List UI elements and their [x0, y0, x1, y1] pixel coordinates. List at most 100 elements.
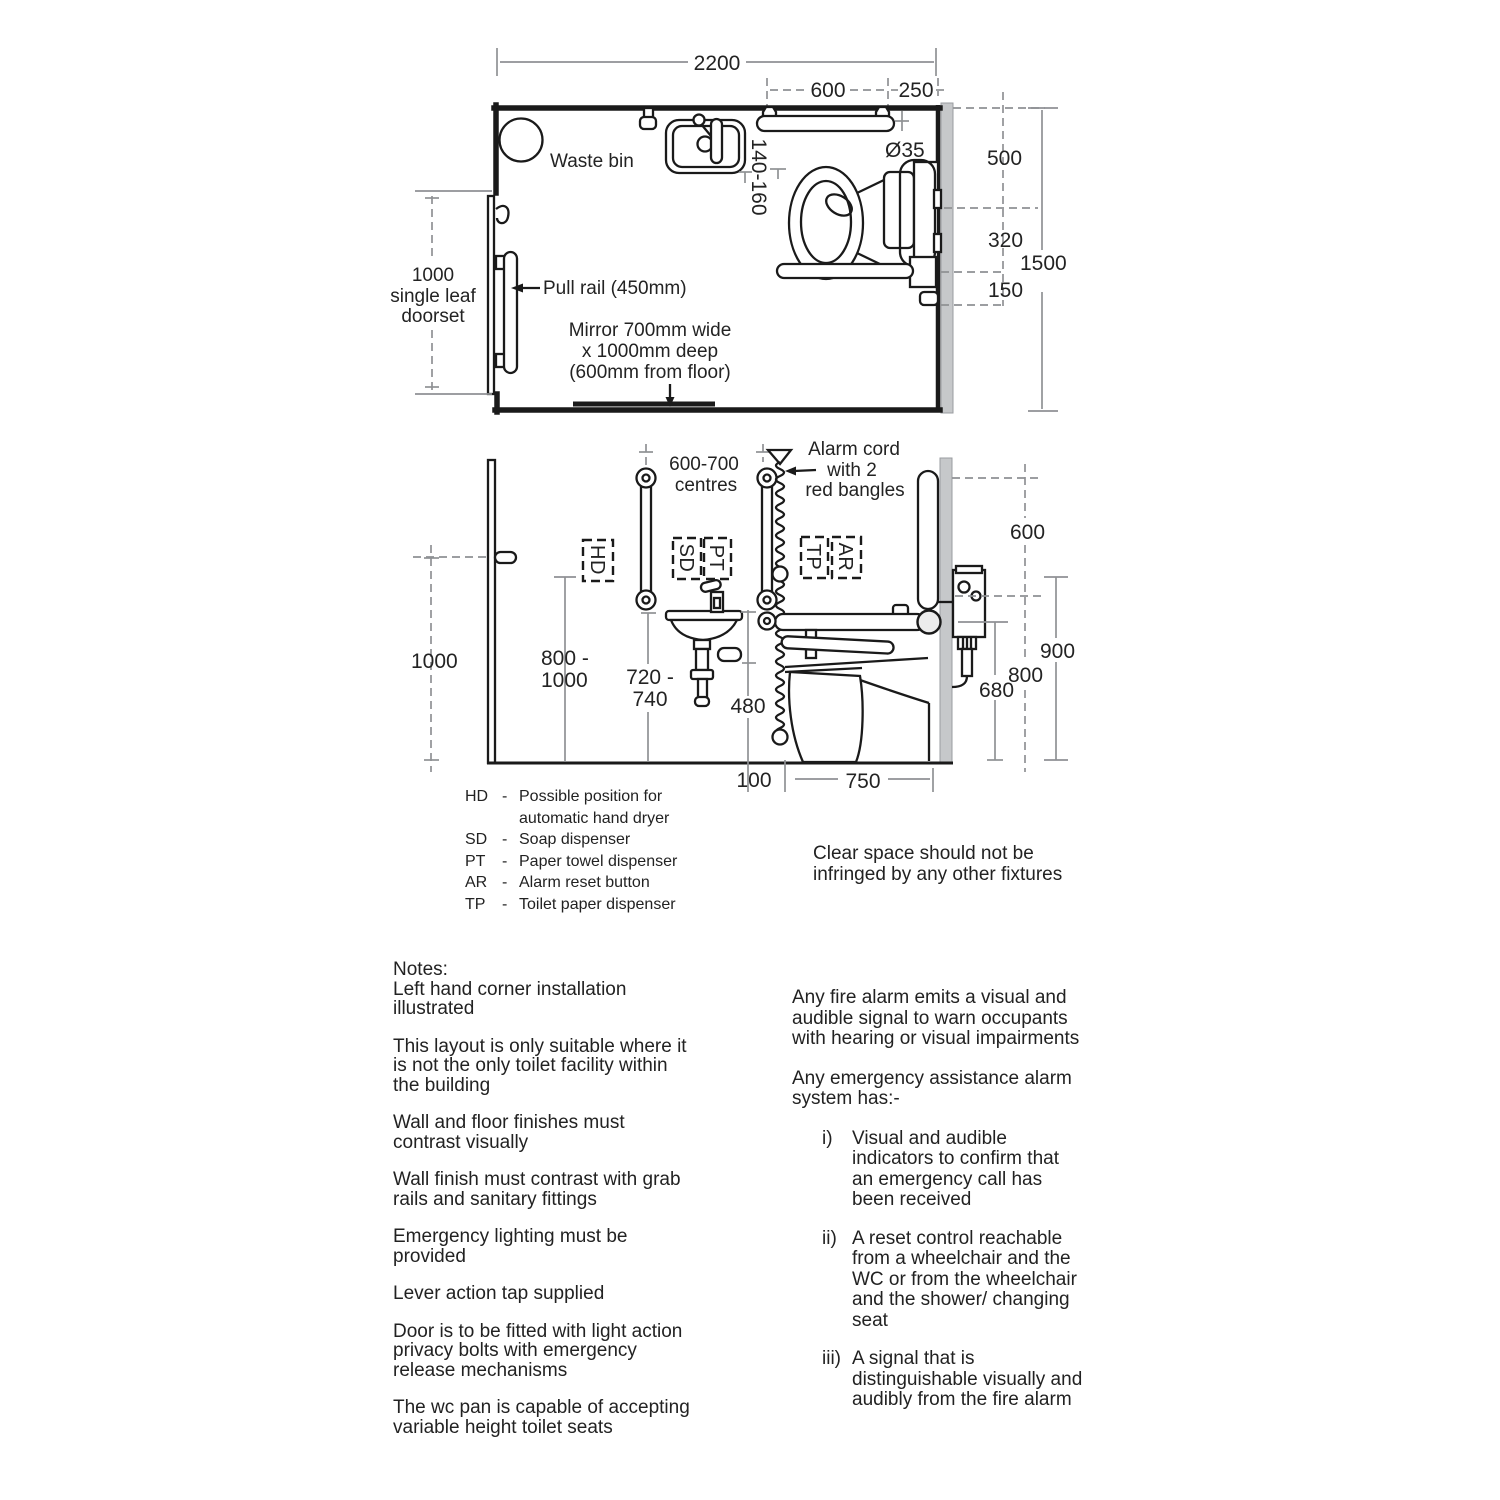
elev-duct-wall [939, 457, 953, 764]
centres-line1: 600-700 [669, 454, 739, 475]
doorset-line3: doorset [401, 306, 465, 327]
dim-800-1000-l1: 800 - [541, 647, 589, 670]
tag-pt-box: PT [702, 536, 733, 581]
wc-pan-plan [787, 158, 943, 281]
legend: HD - Possible position for automatic han… [465, 786, 735, 915]
dim-600-label: 600 [810, 79, 845, 102]
alarm-cord [765, 448, 794, 746]
basin-plan [664, 113, 747, 175]
legend-code: HD [465, 788, 489, 805]
tag-hd-box: HD [581, 538, 615, 583]
cistern-elevation [951, 564, 987, 689]
door-handle-elev [493, 550, 518, 565]
alarm-paragraph: Any fire alarm emits a visual and audibl… [792, 987, 1080, 1049]
alarm-list-item-ii: ii) A reset control reachable from a whe… [822, 1227, 1077, 1331]
alarm-list-item-iii: iii) A signal that is distinguishable vi… [822, 1348, 1083, 1410]
red-bangle-upper [771, 565, 789, 583]
note-item: Lever action tap supplied [393, 1283, 605, 1304]
plan-right-dims: 500 320 1500 150 [941, 92, 1067, 412]
drop-down-rail-elev [716, 603, 942, 663]
notes-column: Notes: Left hand corner installation ill… [393, 960, 738, 1437]
note-item: Wall and floor finishes must contrast vi… [393, 1112, 625, 1153]
plan-dim-2200: 2200 [496, 48, 937, 76]
note-item: The wc pan is capable of accepting varia… [393, 1397, 690, 1438]
elev-door-edge [486, 458, 497, 765]
waste-bin [498, 117, 544, 163]
elevation-view: 1000 800 - 1000 HD 600-700 centres [411, 439, 1075, 793]
dia-35-label: Ø35 [885, 139, 925, 162]
alarm-line2: with 2 [826, 460, 877, 481]
tag-ar: AR [834, 543, 856, 572]
dim-720-740-l2: 740 [632, 688, 667, 711]
elev-bottom-dims: 480 100 750 [730, 610, 934, 793]
alarm-list-item-i: i) Visual and audible indicators to conf… [822, 1127, 1059, 1210]
dim-800-label: 800 [1008, 664, 1043, 687]
technical-drawing: 2200 600 250 [390, 48, 1075, 793]
dim-500-label: 500 [987, 147, 1022, 170]
wall-rail-elev [916, 469, 940, 611]
pull-rail-callout: Pull rail (450mm) [511, 278, 687, 299]
tag-pt: PT [705, 545, 727, 572]
wc-elevation [784, 600, 953, 764]
tap-lever-knob [692, 113, 706, 127]
plan-dim-600-250: 600 250 [766, 78, 948, 112]
tag-sd-box: SD [671, 536, 703, 581]
legend-desc: Paper towel dispenser [519, 852, 678, 870]
mirror-line3: (600mm from floor) [569, 362, 731, 383]
plan-doorset-dim: 1000 single leaf doorset [390, 190, 492, 395]
centres-line2: centres [675, 475, 737, 496]
elev-dim-1000: 1000 [411, 545, 489, 772]
grab-rail-elev-1 [635, 444, 657, 611]
dim-320-label: 320 [988, 229, 1023, 252]
notes-heading: Notes: [393, 959, 448, 980]
wall-valve-plan [918, 290, 940, 307]
alarm-cord-callout: Alarm cord with 2 red bangles [785, 439, 905, 501]
plan-dim-140-160: 140-160 [739, 138, 786, 216]
legend-desc: Alarm reset button [519, 874, 650, 891]
dim-2200-label: 2200 [694, 52, 741, 75]
doorset-line2: single leaf [390, 286, 476, 307]
elev-dim-720-740: 720 - 740 [626, 612, 674, 762]
elev-right-dims: 600 900 800 680 [952, 464, 1075, 772]
coat-hook [638, 106, 658, 131]
legend-row-hd: HD - Possible position for automatic han… [465, 786, 735, 829]
basin-elevation [664, 578, 744, 708]
flush-button [716, 646, 743, 663]
pull-rail-label: Pull rail (450mm) [543, 278, 687, 299]
alarm-line3: red bangles [805, 480, 904, 501]
tag-sd: SD [675, 544, 697, 573]
legend-code: PT [465, 852, 486, 870]
grab-rail-plan-top [755, 105, 909, 133]
dim-1000-label: 1000 [411, 650, 458, 673]
alarm-line1: Alarm cord [808, 439, 900, 460]
legend-code: AR [465, 874, 488, 891]
elev-dim-800-1000: 800 - 1000 [541, 576, 589, 762]
note-item: Wall finish must contrast with grab rail… [393, 1169, 681, 1210]
tap-spout [709, 117, 724, 165]
dim-800-1000-l2: 1000 [541, 669, 588, 692]
tag-tp-box: TP [799, 535, 830, 580]
dim-150-label: 150 [988, 279, 1023, 302]
tag-tp: TP [802, 544, 824, 571]
note-item: Left hand corner installation illustrate… [393, 978, 627, 1019]
note-item: This layout is only suitable where it is… [393, 1035, 687, 1096]
clear-space-note: Clear space should not be infringed by a… [813, 843, 1063, 885]
plan-view: 2200 600 250 [390, 48, 1067, 415]
plan-duct-wall [940, 102, 954, 414]
note-item: Door is to be fitted with light action p… [393, 1320, 683, 1381]
waste-bin-label: Waste bin [550, 151, 634, 172]
legend-desc: Possible position for automatic hand dry… [519, 788, 670, 827]
dim-750-label: 750 [845, 770, 880, 793]
legend-row-tp: TP - Toilet paper dispenser [465, 894, 735, 916]
note-item: Emergency lighting must be provided [393, 1226, 628, 1267]
legend-row-pt: PT - Paper towel dispenser [465, 851, 735, 873]
legend-desc: Toilet paper dispenser [519, 895, 676, 913]
legend-code: TP [465, 895, 486, 913]
alarm-paragraph: Any emergency assistance alarm system ha… [792, 1067, 1072, 1109]
legend-row-sd: SD - Soap dispenser [465, 829, 735, 851]
dim-900-label: 900 [1040, 640, 1075, 663]
dim-600-elev-label: 600 [1010, 521, 1045, 544]
legend-row-ar: AR - Alarm reset button [465, 872, 735, 894]
grab-rail-elev-2 [756, 444, 778, 611]
